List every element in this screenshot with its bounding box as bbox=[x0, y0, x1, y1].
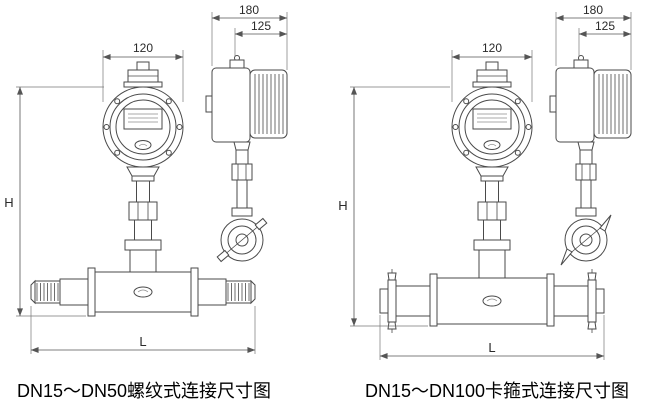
pipe-threaded bbox=[30, 267, 256, 317]
dim-label-length: L bbox=[488, 340, 495, 355]
diagram-threaded: 120 180 125 bbox=[4, 3, 288, 401]
pipe-tube bbox=[59, 278, 89, 306]
wing-clamp-handle bbox=[599, 214, 612, 232]
clamp-tab bbox=[587, 321, 597, 330]
dim-side-total: 180 bbox=[555, 3, 632, 70]
pipe-clamp bbox=[379, 269, 605, 333]
caption-clamp: DN15～DN100卡箍式连接尺寸图 bbox=[365, 381, 629, 401]
pipe-stub bbox=[595, 288, 605, 314]
dim-label-height: H bbox=[4, 195, 13, 210]
dim-label-side-cap: 125 bbox=[251, 19, 271, 33]
dim-label-length: L bbox=[139, 334, 146, 349]
dim-height: H bbox=[4, 86, 104, 317]
clamp-ferrule bbox=[387, 279, 397, 323]
dim-label-head-width: 120 bbox=[482, 41, 502, 55]
dim-length: L bbox=[30, 306, 256, 354]
dim-head-width: 120 bbox=[102, 41, 184, 102]
wing-clamp-handle bbox=[560, 248, 573, 266]
clamp-ferrule bbox=[587, 279, 597, 323]
pipe-tip-chamfer bbox=[250, 279, 256, 305]
dim-side-total: 180 bbox=[211, 3, 288, 70]
clamp-tab bbox=[387, 272, 397, 281]
meter-tee-neck bbox=[129, 249, 157, 273]
dim-label-side-total: 180 bbox=[583, 3, 603, 17]
dim-label-side-cap: 125 bbox=[595, 19, 615, 33]
clamp-tab bbox=[587, 272, 597, 281]
dim-side-cap: 125 bbox=[578, 19, 632, 64]
dim-head-width: 120 bbox=[451, 41, 533, 102]
pipe-tube bbox=[197, 278, 227, 306]
diagram-clamp: 120 180 125 bbox=[338, 3, 632, 401]
dim-label-side-total: 180 bbox=[239, 3, 259, 17]
meter-tee-neck bbox=[478, 249, 506, 279]
caption-threaded: DN15～DN50螺纹式连接尺寸图 bbox=[17, 381, 271, 401]
pipe-flange-disk bbox=[190, 267, 199, 317]
pipe-tube bbox=[395, 285, 431, 317]
pipe-logo bbox=[482, 295, 502, 307]
pipe-stub bbox=[379, 288, 389, 314]
pipe-logo bbox=[133, 286, 153, 298]
band-clamp-lug bbox=[254, 217, 268, 231]
meter-side-view bbox=[549, 55, 632, 266]
meter-front-view bbox=[451, 61, 533, 251]
dim-side-cap: 125 bbox=[234, 19, 288, 64]
pipe-flange-disk bbox=[546, 273, 555, 327]
pipe-tube bbox=[553, 285, 589, 317]
pipe-tip-chamfer bbox=[30, 279, 36, 305]
clamp-tab bbox=[387, 321, 397, 330]
dim-label-head-width: 120 bbox=[133, 41, 153, 55]
meter-front-view bbox=[102, 61, 184, 251]
dim-height: H bbox=[338, 86, 450, 327]
pipe-flange-disk bbox=[429, 273, 438, 327]
meter-side-view bbox=[205, 55, 288, 263]
band-clamp-lug bbox=[216, 249, 230, 263]
dim-length: L bbox=[379, 315, 605, 360]
dim-label-height: H bbox=[338, 198, 347, 213]
pipe-flange-disk bbox=[87, 267, 96, 317]
